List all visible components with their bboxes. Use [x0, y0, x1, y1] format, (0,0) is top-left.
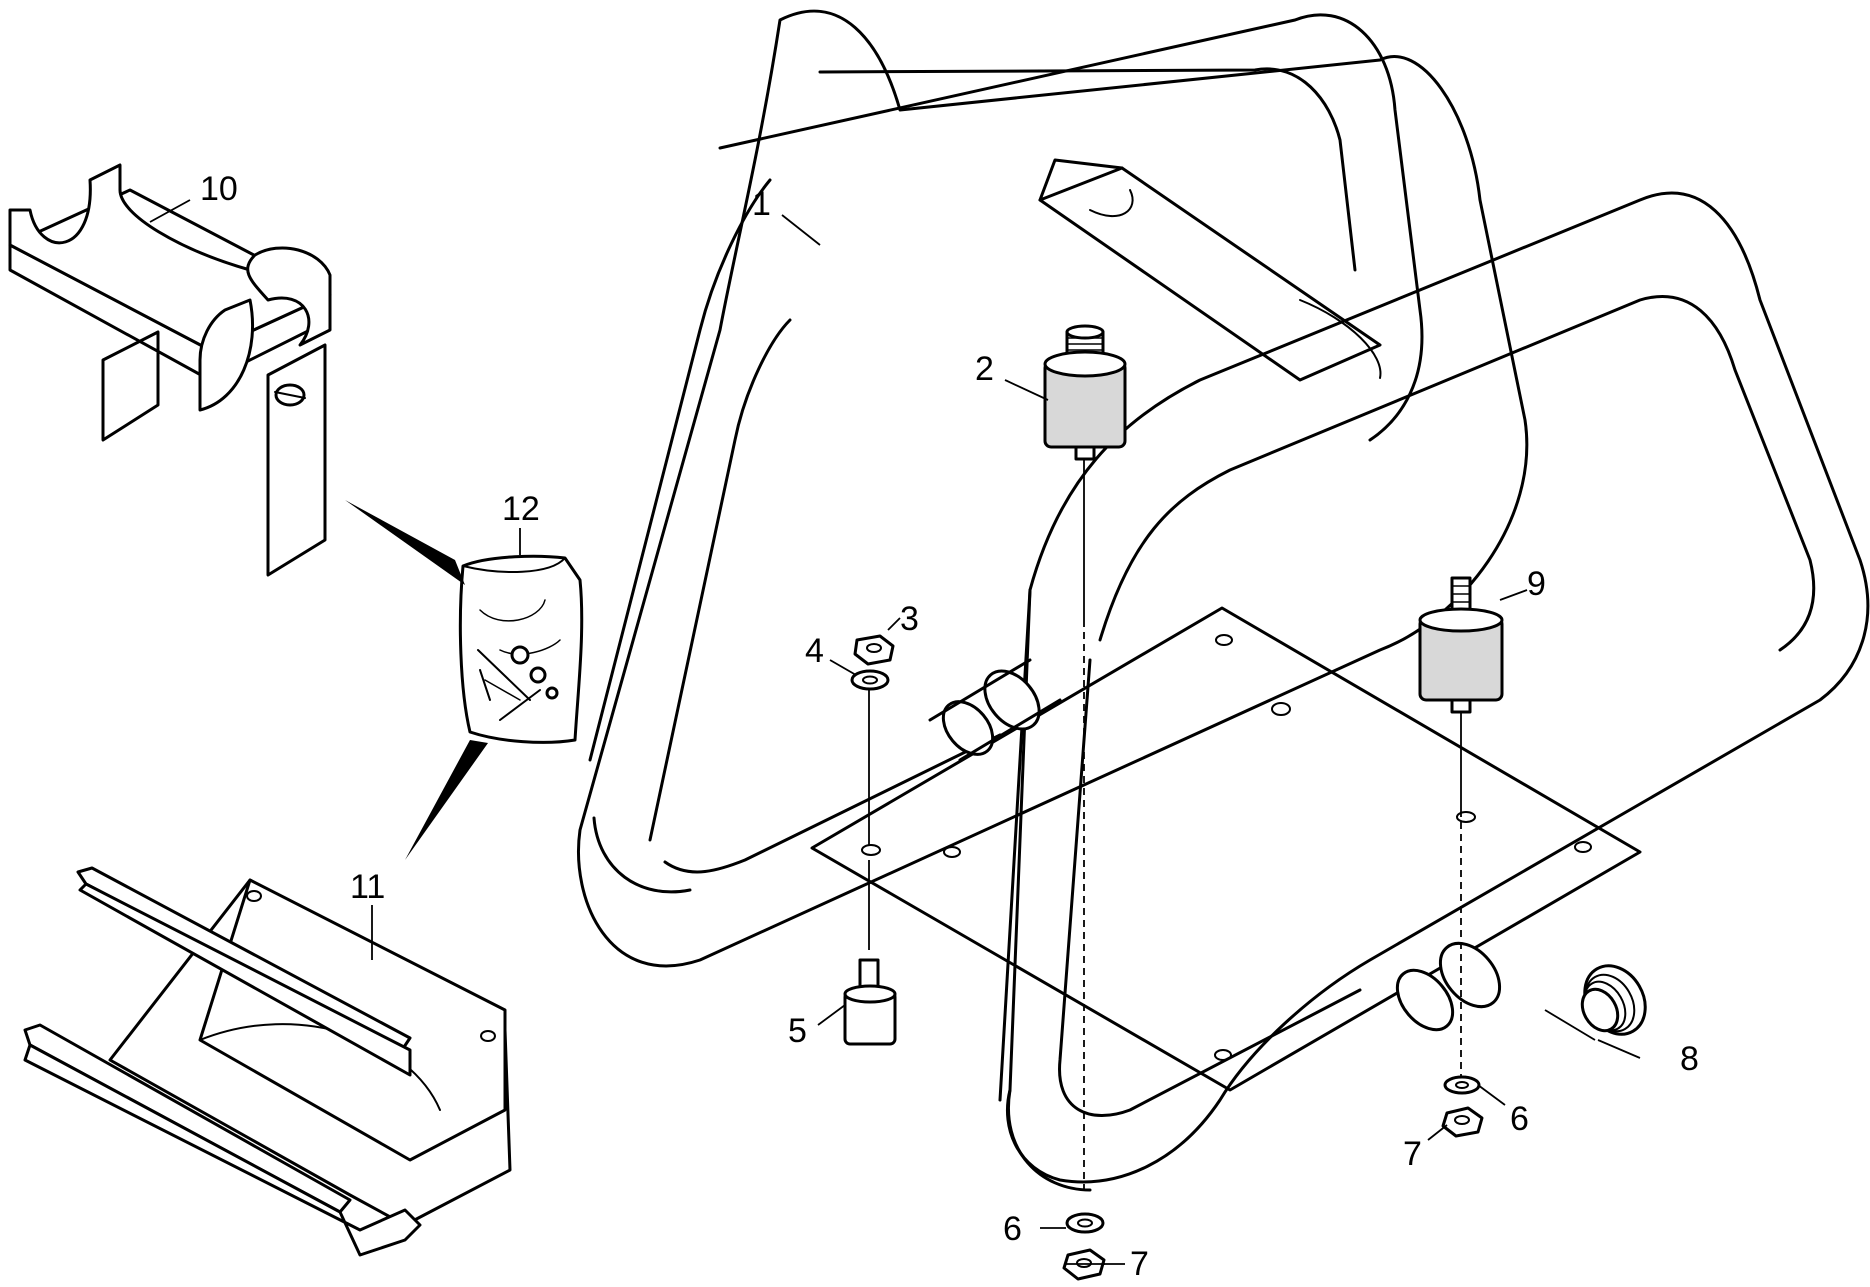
frame-front-loop — [998, 191, 1870, 1192]
hex-nut-icon-part-7-right — [1441, 1106, 1484, 1138]
damper-icon-part-2 — [1043, 324, 1127, 461]
callout-8: 8 — [1680, 1040, 1699, 1078]
washer-icon-part-4 — [850, 669, 890, 691]
callout-7-right: 7 — [1403, 1135, 1422, 1173]
base-plate — [810, 606, 1642, 1092]
bracket-icon-part-10 — [8, 163, 332, 577]
callout-11: 11 — [350, 868, 385, 906]
callout-2: 2 — [975, 350, 994, 388]
callout-1: 1 — [752, 185, 771, 223]
hex-nut-icon-part-3 — [853, 634, 895, 666]
damper-icon-part-9 — [1418, 576, 1504, 714]
washer-icon-part-6-right — [1443, 1075, 1481, 1095]
frame-tube-ends-right — [1395, 941, 1502, 1032]
end-cap-icon-part-8 — [1580, 964, 1647, 1036]
callout-7-center: 7 — [1130, 1245, 1149, 1283]
callout-9: 9 — [1527, 565, 1546, 603]
frame-part-1 — [577, 9, 1870, 1192]
tray-icon-part-11 — [23, 866, 512, 1257]
washer-icon-part-6-center — [1065, 1212, 1105, 1234]
arrow-bracket-to-bag — [345, 500, 465, 585]
bag-icon-part-12 — [458, 554, 584, 744]
callout-10: 10 — [200, 170, 238, 208]
buffer-icon-part-5 — [843, 958, 897, 1046]
callout-6-center: 6 — [1003, 1210, 1022, 1248]
callout-5: 5 — [788, 1012, 807, 1050]
arrow-tray-to-bag — [405, 740, 488, 860]
callout-6-right: 6 — [1510, 1100, 1529, 1138]
leader-lines — [149, 199, 1641, 1265]
callout-numbers: 1 2 3 4 5 6 7 6 7 8 9 10 11 12 — [200, 170, 1699, 1283]
callout-12: 12 — [502, 490, 540, 528]
fasteners-in-bag — [477, 645, 559, 721]
frame-tube-ends-left — [928, 658, 1062, 762]
frame-rear-crossbar — [1038, 158, 1382, 382]
assembly-axis-lines — [868, 460, 1462, 1195]
callout-3: 3 — [900, 600, 919, 638]
callout-4: 4 — [805, 632, 824, 670]
